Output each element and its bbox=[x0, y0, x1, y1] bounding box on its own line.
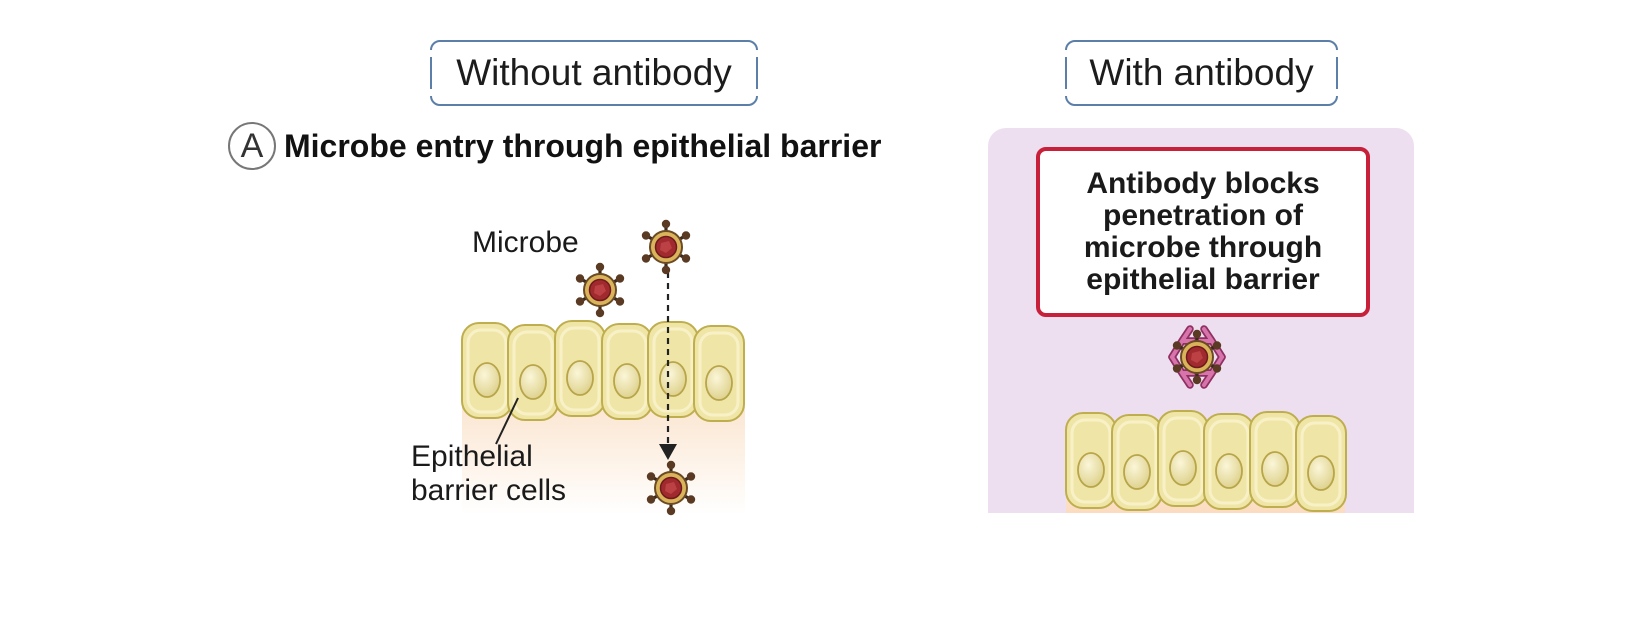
epithelial-cell bbox=[506, 323, 560, 422]
antibody-callout-text: Antibody blocks penetration of microbe t… bbox=[1083, 167, 1323, 296]
left-epithelial-cells bbox=[460, 319, 746, 423]
antibody-callout: Antibody blocks penetration of microbe t… bbox=[1036, 147, 1370, 317]
microbe-label: Microbe bbox=[472, 226, 579, 259]
epithelial-cell bbox=[553, 319, 607, 418]
epithelial-cell bbox=[1064, 411, 1118, 510]
entry-arrow bbox=[659, 272, 677, 460]
epithelial-cell bbox=[600, 322, 654, 421]
panel-letter-badge: A bbox=[228, 122, 276, 170]
microbe-icon bbox=[574, 261, 626, 319]
epithelial-cell bbox=[1110, 413, 1164, 512]
right-epithelial-cells bbox=[1064, 409, 1348, 513]
right-epithelium bbox=[1064, 409, 1348, 513]
panel-title: Microbe entry through epithelial barrier bbox=[284, 127, 882, 164]
antibody-bound-microbe bbox=[1172, 329, 1222, 385]
epithelial-leader-line bbox=[495, 397, 519, 445]
epithelial-cell bbox=[692, 324, 746, 423]
panel-label: A Microbe entry through epithelial barri… bbox=[228, 122, 881, 170]
epithelial-label-line2: barrier cells bbox=[411, 474, 567, 507]
epithelial-cell bbox=[1202, 412, 1256, 511]
epithelial-cell bbox=[460, 321, 514, 420]
epithelial-barrier-label: Epithelial barrier cells bbox=[411, 440, 566, 508]
epithelial-label-line1: Epithelial bbox=[411, 440, 533, 473]
header-without-antibody-text: Without antibody bbox=[456, 52, 732, 93]
header-with-antibody: With antibody bbox=[1064, 40, 1339, 106]
epithelial-cell bbox=[1248, 410, 1302, 509]
epithelial-cell bbox=[1156, 409, 1210, 508]
header-with-antibody-text: With antibody bbox=[1089, 52, 1314, 93]
microbe-icon bbox=[640, 218, 692, 276]
epithelial-cell bbox=[1294, 414, 1348, 513]
epithelial-cell bbox=[646, 320, 700, 419]
header-without-antibody: Without antibody bbox=[429, 40, 759, 106]
